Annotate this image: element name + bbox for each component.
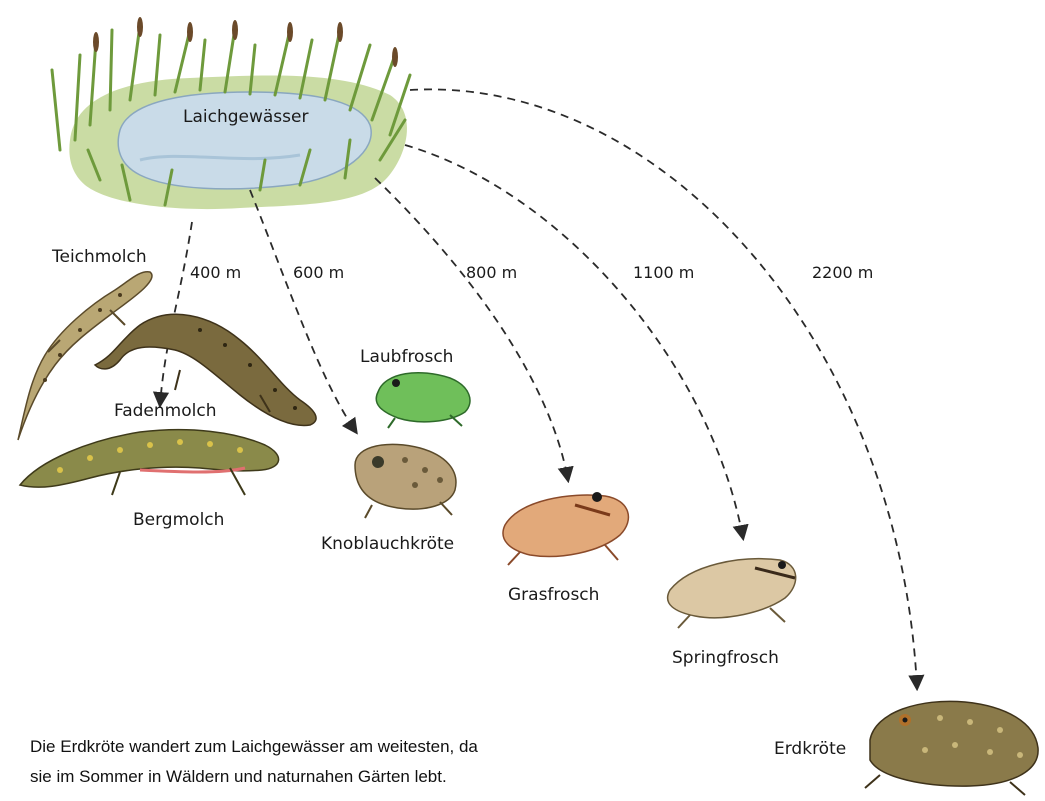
fadenmolch-label: Fadenmolch [114,401,216,421]
distance-label-1100m: 1100 m [633,263,694,282]
fadenmolch-illustration: Fadenmolch [95,314,316,425]
pond-label: Laichgewässer [183,107,308,127]
knoblauchkroete-illustration: Knoblauchkröte [321,444,456,554]
laubfrosch-illustration: Laubfrosch [360,347,470,428]
laubfrosch-label: Laubfrosch [360,347,453,367]
bergmolch-label: Bergmolch [133,510,224,530]
caption: Die Erdkröte wandert zum Laichgewässer a… [30,737,478,786]
erdkroete-label: Erdkröte [774,739,846,759]
distance-label-600m: 600 m [293,263,344,282]
grasfrosch-illustration: Grasfrosch [503,492,628,605]
route-line-400m [160,222,192,405]
bergmolch-illustration: Bergmolch [20,430,279,530]
springfrosch-illustration: Springfrosch [668,559,796,668]
caption-line-2: sie im Sommer in Wäldern und naturnahen … [30,767,447,786]
caption-line-1: Die Erdkröte wandert zum Laichgewässer a… [30,737,478,756]
distance-label-400m: 400 m [190,263,241,282]
erdkroete-illustration: Erdkröte [774,701,1038,795]
pond-illustration: Laichgewässer [52,17,410,209]
springfrosch-label: Springfrosch [672,648,779,668]
route-line-800m [375,178,568,480]
grasfrosch-label: Grasfrosch [508,585,599,605]
knoblauchkroete-label: Knoblauchkröte [321,534,454,554]
distance-label-2200m: 2200 m [812,263,873,282]
teichmolch-label: Teichmolch [51,247,147,267]
distance-label-800m: 800 m [466,263,517,282]
